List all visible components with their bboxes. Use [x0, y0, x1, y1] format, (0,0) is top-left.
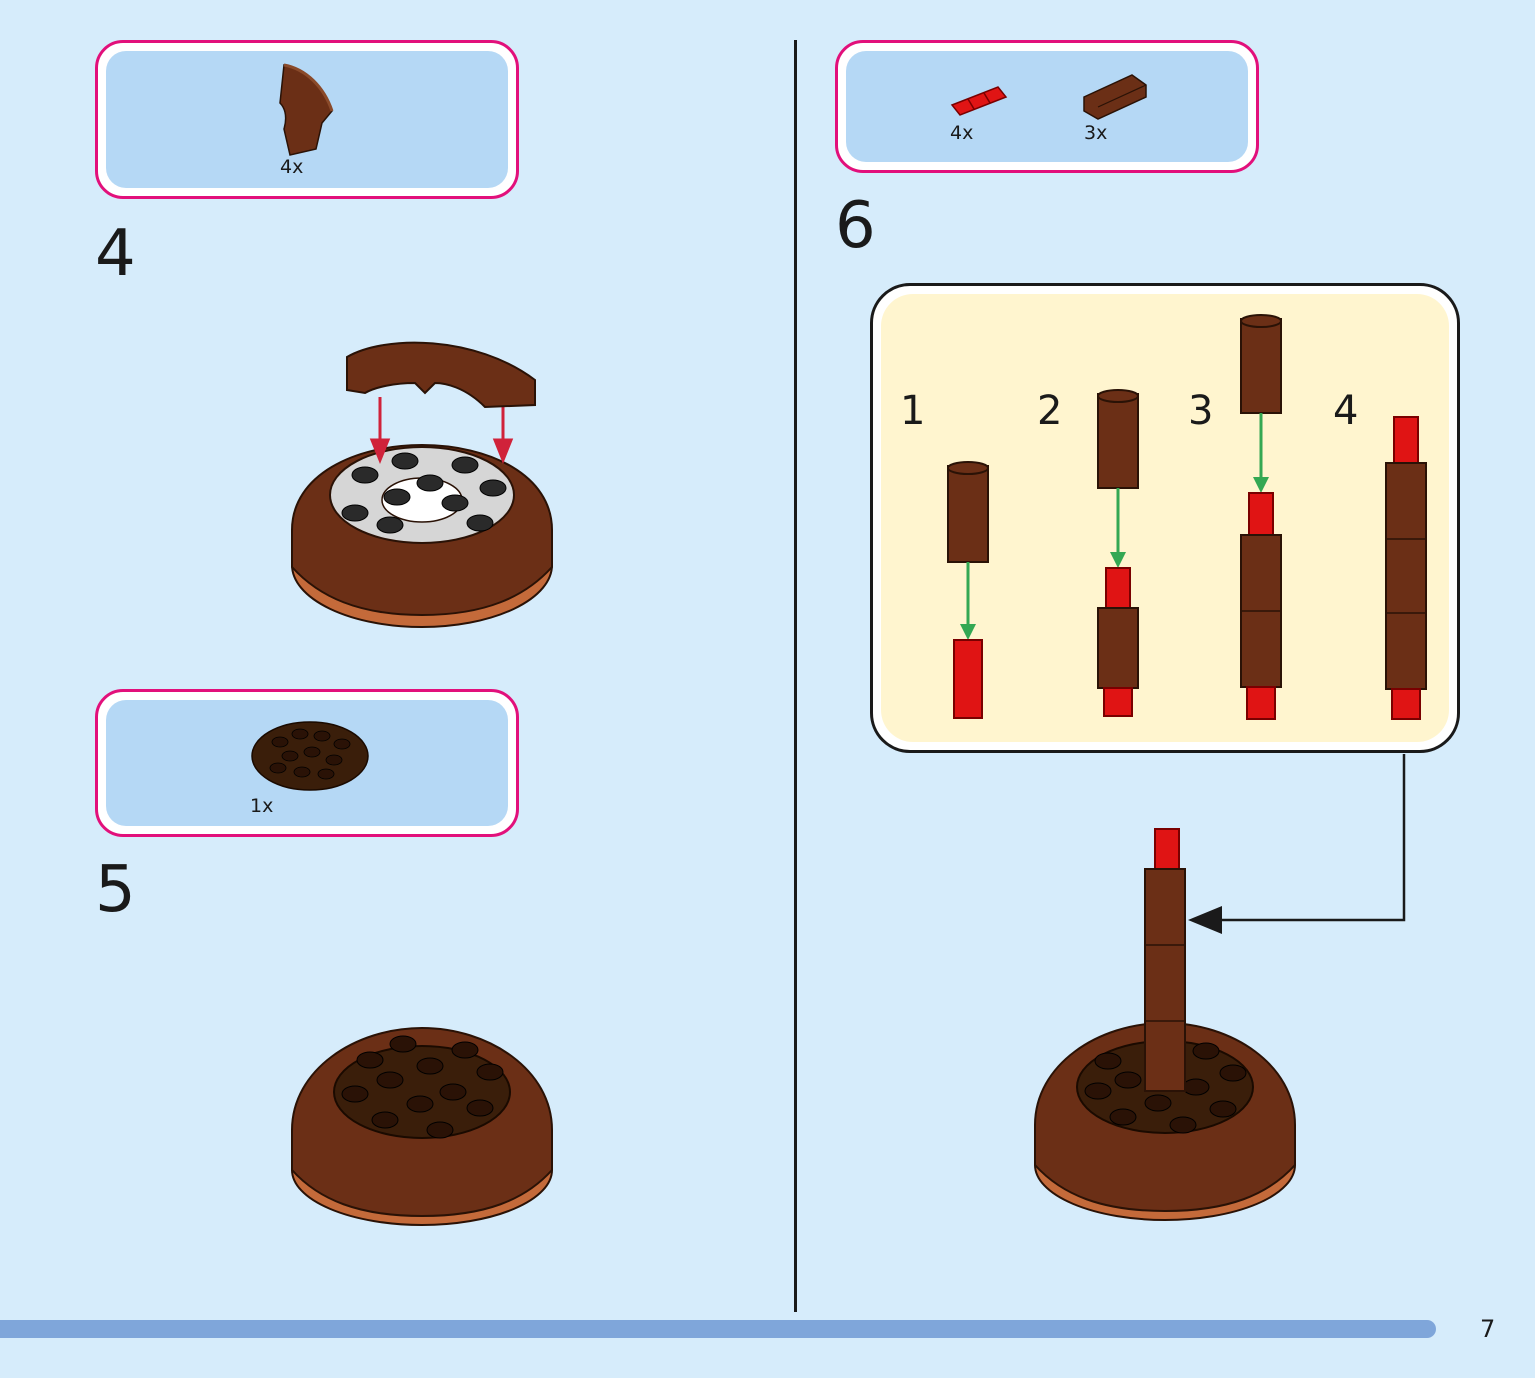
- curved-brown-brick-icon: [279, 63, 334, 156]
- step6-parts-list: 4x 3x: [835, 40, 1259, 173]
- step4-parts-list: 4x: [95, 40, 519, 199]
- step4-number: 4: [95, 217, 136, 291]
- substep-2-illustration: [1097, 389, 1139, 717]
- substep-1-illustration: [947, 461, 989, 719]
- substep-4-illustration: [1385, 416, 1427, 720]
- page-divider: [794, 40, 797, 1312]
- substep-2-number: 2: [1037, 388, 1063, 434]
- step6-number: 6: [835, 189, 876, 263]
- substep-3-number: 3: [1188, 388, 1214, 434]
- step6-parts-panel: [846, 51, 1248, 162]
- round-dark-brown-plate-icon: [251, 721, 369, 791]
- step4-model-illustration: [291, 341, 553, 628]
- step5-part-qty: 1x: [250, 795, 274, 817]
- red-axle-connector-icon: [950, 86, 1008, 116]
- step5-model-illustration: [291, 1026, 553, 1226]
- step5-parts-list: 1x: [95, 689, 519, 837]
- callout-pointer-arrow: [1188, 754, 1406, 934]
- brown-round-brick-icon: [1083, 74, 1147, 120]
- step5-number: 5: [95, 853, 136, 927]
- step4-part-qty: 4x: [280, 156, 304, 178]
- step6-model-illustration: [1034, 828, 1296, 1221]
- substep-1-number: 1: [900, 388, 926, 434]
- progress-bar: [0, 1320, 1436, 1338]
- step6-part-qty-brick: 3x: [1084, 122, 1108, 144]
- sub-assembly-callout: [870, 283, 1460, 753]
- substep-4-number: 4: [1333, 388, 1359, 434]
- page-number: 7: [1480, 1315, 1496, 1343]
- step6-part-qty-connector: 4x: [950, 122, 974, 144]
- substep-3-illustration: [1240, 314, 1282, 720]
